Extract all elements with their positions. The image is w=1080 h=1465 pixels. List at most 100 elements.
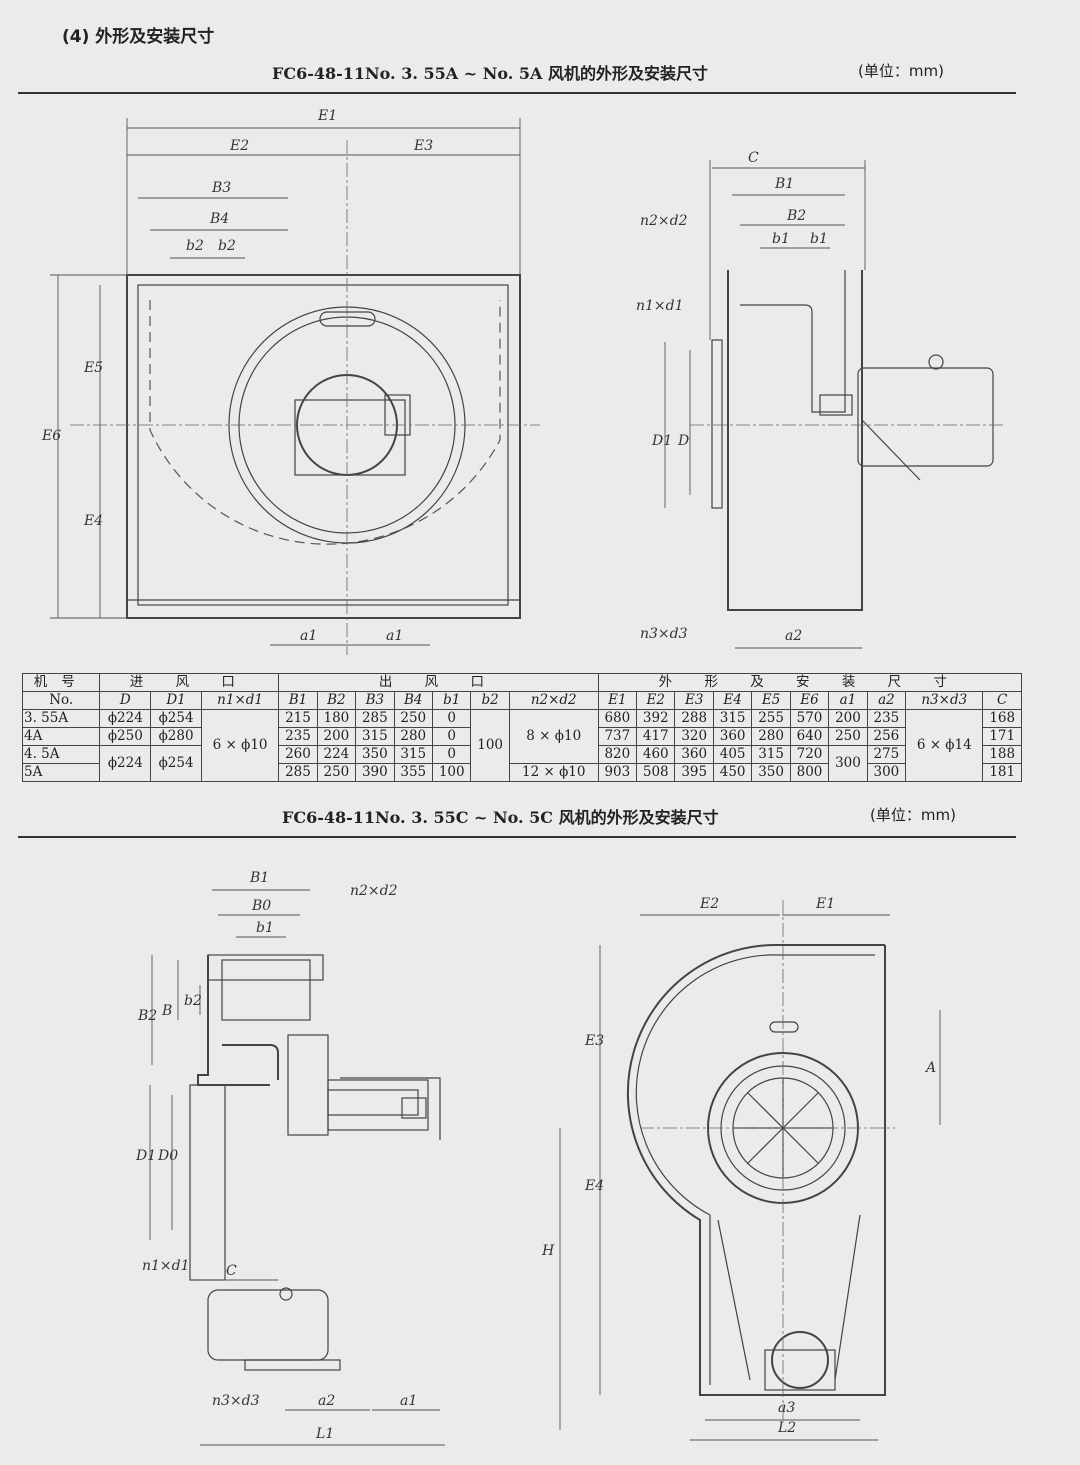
col-b2: B2 — [316, 691, 357, 710]
dim-b3: B3 — [211, 180, 231, 196]
mid-rule — [18, 836, 1016, 838]
cell-e6: 800 — [789, 763, 830, 782]
c-side-n2d2: n2×d2 — [350, 883, 398, 899]
col-n1d1: n1×d1 — [200, 691, 280, 710]
cell-b4: 250 — [393, 709, 433, 728]
dim-a1-left: a1 — [300, 628, 317, 644]
c-side-d1: D1 — [135, 1148, 156, 1164]
c-front-l2: L2 — [777, 1420, 796, 1436]
c-side-l1: L1 — [315, 1426, 334, 1442]
c-side-b2: B2 — [137, 1008, 157, 1024]
dim-e4: E4 — [83, 513, 103, 529]
dim-b2-left: b2 — [186, 238, 204, 254]
dim-e3: E3 — [413, 138, 433, 154]
side-dim-n3d3: n3×d3 — [640, 626, 688, 642]
dim-e2: E2 — [229, 138, 249, 154]
cell-e3: 288 — [674, 709, 714, 728]
dimension-table: 机号 进 风 口 出 风 口 外 形 及 安 装 尺 寸 No. D D1 n1… — [21, 673, 1023, 782]
cell-e2: 392 — [636, 709, 676, 728]
table-row: 5A 285 250 390 355 100 12 × ϕ10 903 508 … — [21, 763, 1022, 782]
model-cell: 4. 5A — [21, 745, 101, 764]
c-side-d0: D0 — [157, 1148, 178, 1164]
n3d3-cell: 6 × ϕ14 — [905, 709, 984, 782]
d-cell: ϕ224 — [99, 745, 152, 782]
cell-e3: 395 — [674, 763, 714, 782]
c-side-b: B — [161, 1003, 172, 1019]
c-side-sb1: b1 — [256, 920, 274, 936]
c-front-e1: E1 — [815, 896, 835, 912]
c-front-e3: E3 — [584, 1033, 604, 1049]
dim-e1: E1 — [317, 108, 337, 124]
n2d2-cell-last: 12 × ϕ10 — [508, 763, 599, 782]
c-front-a: A — [924, 1060, 936, 1076]
side-dim-b1: B1 — [774, 176, 794, 192]
b2-cell: 100 — [470, 709, 510, 782]
dim-b4: B4 — [209, 211, 229, 227]
cell-e1: 737 — [597, 727, 638, 746]
cell-b2: 224 — [316, 745, 357, 764]
c-front-e2: E2 — [699, 896, 719, 912]
figure-a-unit: (单位：mm) — [858, 62, 944, 80]
side-dim-b2: B2 — [786, 208, 806, 224]
dim-e6: E6 — [41, 428, 61, 444]
col-e6: E6 — [789, 691, 830, 710]
dim-e5: E5 — [83, 360, 103, 376]
cell-e1: 680 — [597, 709, 638, 728]
cell-b2: 180 — [316, 709, 357, 728]
side-dim-n1d1: n1×d1 — [636, 298, 684, 314]
col-a2: a2 — [866, 691, 907, 710]
cell-e2: 508 — [636, 763, 676, 782]
figure-a-title: FC6-48-11No. 3. 55A ~ No. 5A 风机的外形及安装尺寸 — [272, 64, 708, 83]
c-front-h: H — [541, 1243, 555, 1259]
cell-b2: 250 — [316, 763, 357, 782]
cell-b4: 315 — [393, 745, 433, 764]
dim-a1-right: a1 — [386, 628, 403, 644]
n1d1-cell: 6 × ϕ10 — [200, 709, 280, 782]
cell-sb1: 100 — [431, 763, 472, 782]
model-cell: 5A — [21, 763, 101, 782]
figure-c-unit: (单位：mm) — [870, 806, 956, 824]
c-side-n1d1: n1×d1 — [142, 1258, 190, 1274]
cell-b4: 355 — [393, 763, 433, 782]
side-dim-c: C — [748, 150, 759, 166]
cell-b2: 200 — [316, 727, 357, 746]
cell-b3: 350 — [355, 745, 395, 764]
cell-e5: 315 — [751, 745, 791, 764]
side-dim-d: D — [677, 433, 689, 449]
col-e1: E1 — [597, 691, 638, 710]
cell-a2: 256 — [866, 727, 907, 746]
c-side-a1: a1 — [400, 1393, 417, 1409]
top-rule — [18, 92, 1016, 94]
cell-a1: 250 — [828, 727, 868, 746]
cell-b1: 260 — [278, 745, 318, 764]
side-dim-d1: D1 — [651, 433, 672, 449]
col-n2d2: n2×d2 — [508, 691, 599, 710]
cell-c: 181 — [982, 763, 1022, 782]
c-side-a2: a2 — [318, 1393, 335, 1409]
cell-b3: 390 — [355, 763, 395, 782]
n2d2-cell: 8 × ϕ10 — [508, 709, 599, 764]
dim-b2-right: b2 — [218, 238, 236, 254]
d1-cell: ϕ254 — [150, 745, 202, 782]
cell-b1: 285 — [278, 763, 318, 782]
cell-e2: 460 — [636, 745, 676, 764]
c-side-sb2: b2 — [184, 993, 202, 1009]
side-dim-a2: a2 — [785, 628, 802, 644]
th-inlet: 进 风 口 — [99, 673, 280, 692]
c-side-c: C — [226, 1263, 237, 1279]
side-dim-b1-right: b1 — [810, 231, 828, 247]
side-dim-b1-left: b1 — [772, 231, 790, 247]
cell-a2: 235 — [866, 709, 907, 728]
model-cell: 3. 55A — [21, 709, 101, 728]
side-dim-n2d2: n2×d2 — [640, 213, 688, 229]
c-front-a3: a3 — [778, 1400, 795, 1416]
c-side-n3d3: n3×d3 — [212, 1393, 260, 1409]
cell-b3: 285 — [355, 709, 395, 728]
cell-e4: 450 — [712, 763, 753, 782]
c-side-b1: B1 — [249, 870, 269, 886]
a1-shared-cell: 300 — [828, 745, 868, 782]
cell-c: 188 — [982, 745, 1022, 764]
section-heading: (4) 外形及安装尺寸 — [62, 27, 215, 47]
